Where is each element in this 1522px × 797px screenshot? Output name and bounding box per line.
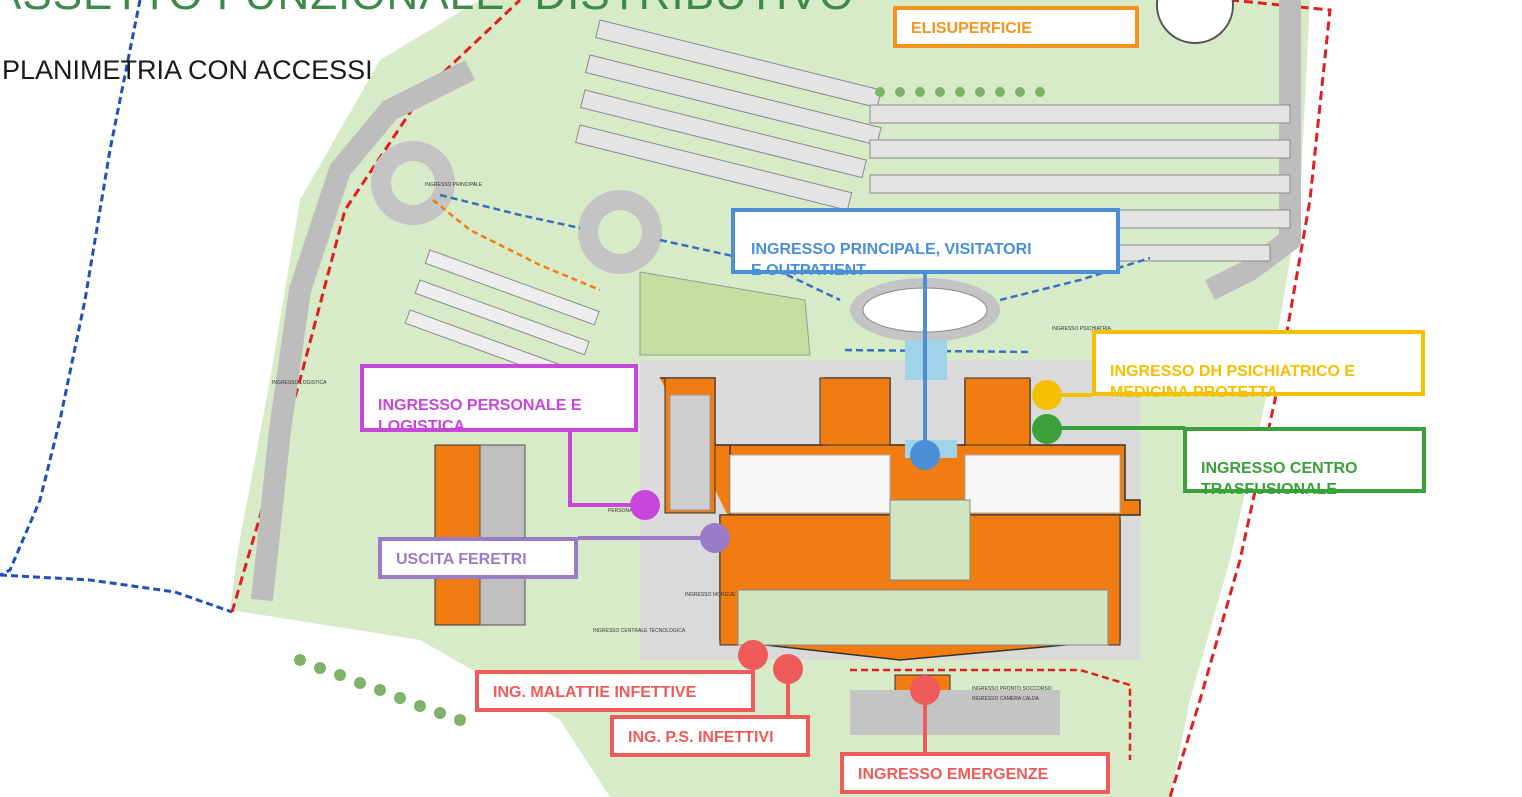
dh-entrance-marker bbox=[1032, 380, 1062, 410]
perimeter-road bbox=[251, 60, 475, 602]
callout-ing-malattie-text: ING. MALATTIE INFETTIVE bbox=[493, 684, 697, 701]
map-label-logistica: INGRESSO LOGISTICA bbox=[272, 380, 327, 386]
callout-ingresso-centro-text: INGRESSO CENTRO TRASFUSIONALE bbox=[1201, 460, 1358, 498]
callout-ing-malattie: ING. MALATTIE INFETTIVE bbox=[475, 670, 755, 712]
staff-entrance-marker bbox=[630, 490, 660, 520]
north-parking bbox=[575, 19, 1291, 262]
transfusion-entrance-marker bbox=[1032, 414, 1062, 444]
callout-elisuperficie: ELISUPERFICIE bbox=[893, 6, 1139, 48]
funeral-exit-marker bbox=[700, 523, 730, 553]
map-label-principale: INGRESSO PRINCIPALE bbox=[425, 182, 483, 188]
page-subtitle: PLANIMETRIA CON ACCESSI bbox=[2, 55, 373, 85]
callout-ingresso-dh-text: INGRESSO DH PSICHIATRICO E MEDICINA PROT… bbox=[1110, 363, 1356, 401]
callout-ingresso-emergenze: INGRESSO EMERGENZE bbox=[840, 752, 1110, 794]
emergency-entrance-marker bbox=[910, 675, 940, 705]
callout-ingresso-principale-text: INGRESSO PRINCIPALE, VISITATORI E OUTPAT… bbox=[751, 241, 1032, 279]
callout-ing-ps: ING. P.S. INFETTIVI bbox=[610, 715, 810, 757]
callout-ingresso-principale: INGRESSO PRINCIPALE, VISITATORI E OUTPAT… bbox=[731, 208, 1120, 279]
helipad bbox=[1156, 0, 1234, 44]
logistics-route bbox=[432, 199, 601, 292]
west-wing bbox=[729, 454, 891, 514]
page-title: ASSETTO FUNZIONALE- DISTRIBUTIVO bbox=[0, 0, 854, 20]
callout-uscita-feretri-text: USCITA FERETRI bbox=[396, 551, 527, 568]
callout-ingresso-personale-text: INGRESSO PERSONALE E LOGISTICA bbox=[378, 397, 582, 435]
west-boundary-line bbox=[0, 0, 233, 614]
infectious-entrance-marker bbox=[738, 640, 768, 670]
map-label-centrale: INGRESSO CENTRALE TECNOLOGICA bbox=[593, 628, 686, 634]
west-parking bbox=[404, 249, 600, 382]
callout-ing-ps-text: ING. P.S. INFETTIVI bbox=[628, 729, 774, 746]
map-label-personale: PERSONALE bbox=[608, 508, 639, 514]
map-label-pronto-soccorso: INGRESSO PRONTO SOCCORSO bbox=[972, 686, 1052, 692]
map-label-camera-calda: INGRESSO CAMERA CALDA bbox=[972, 696, 1040, 702]
callout-ingresso-centro: INGRESSO CENTRO TRASFUSIONALE bbox=[1183, 427, 1426, 498]
tree-row bbox=[294, 87, 1045, 726]
main-entrance-marker bbox=[910, 440, 940, 470]
east-wing bbox=[964, 454, 1121, 514]
technical-building bbox=[434, 444, 481, 626]
map-label-psichiatria: INGRESSO PSICHIATRIA bbox=[1052, 326, 1111, 332]
callout-ingresso-dh: INGRESSO DH PSICHIATRICO E MEDICINA PROT… bbox=[1092, 330, 1425, 401]
callout-ingresso-emergenze-text: INGRESSO EMERGENZE bbox=[858, 766, 1049, 783]
ps-infectious-entrance-marker bbox=[773, 654, 803, 684]
callout-uscita-feretri: USCITA FERETRI bbox=[378, 537, 578, 579]
emergency-route bbox=[850, 668, 1132, 760]
map-label-morgue: INGRESSO MORGUE bbox=[685, 592, 736, 598]
callout-ingresso-personale: INGRESSO PERSONALE E LOGISTICA bbox=[360, 364, 638, 435]
callout-elisuperficie-text: ELISUPERFICIE bbox=[911, 20, 1032, 37]
front-lawn bbox=[639, 271, 811, 356]
